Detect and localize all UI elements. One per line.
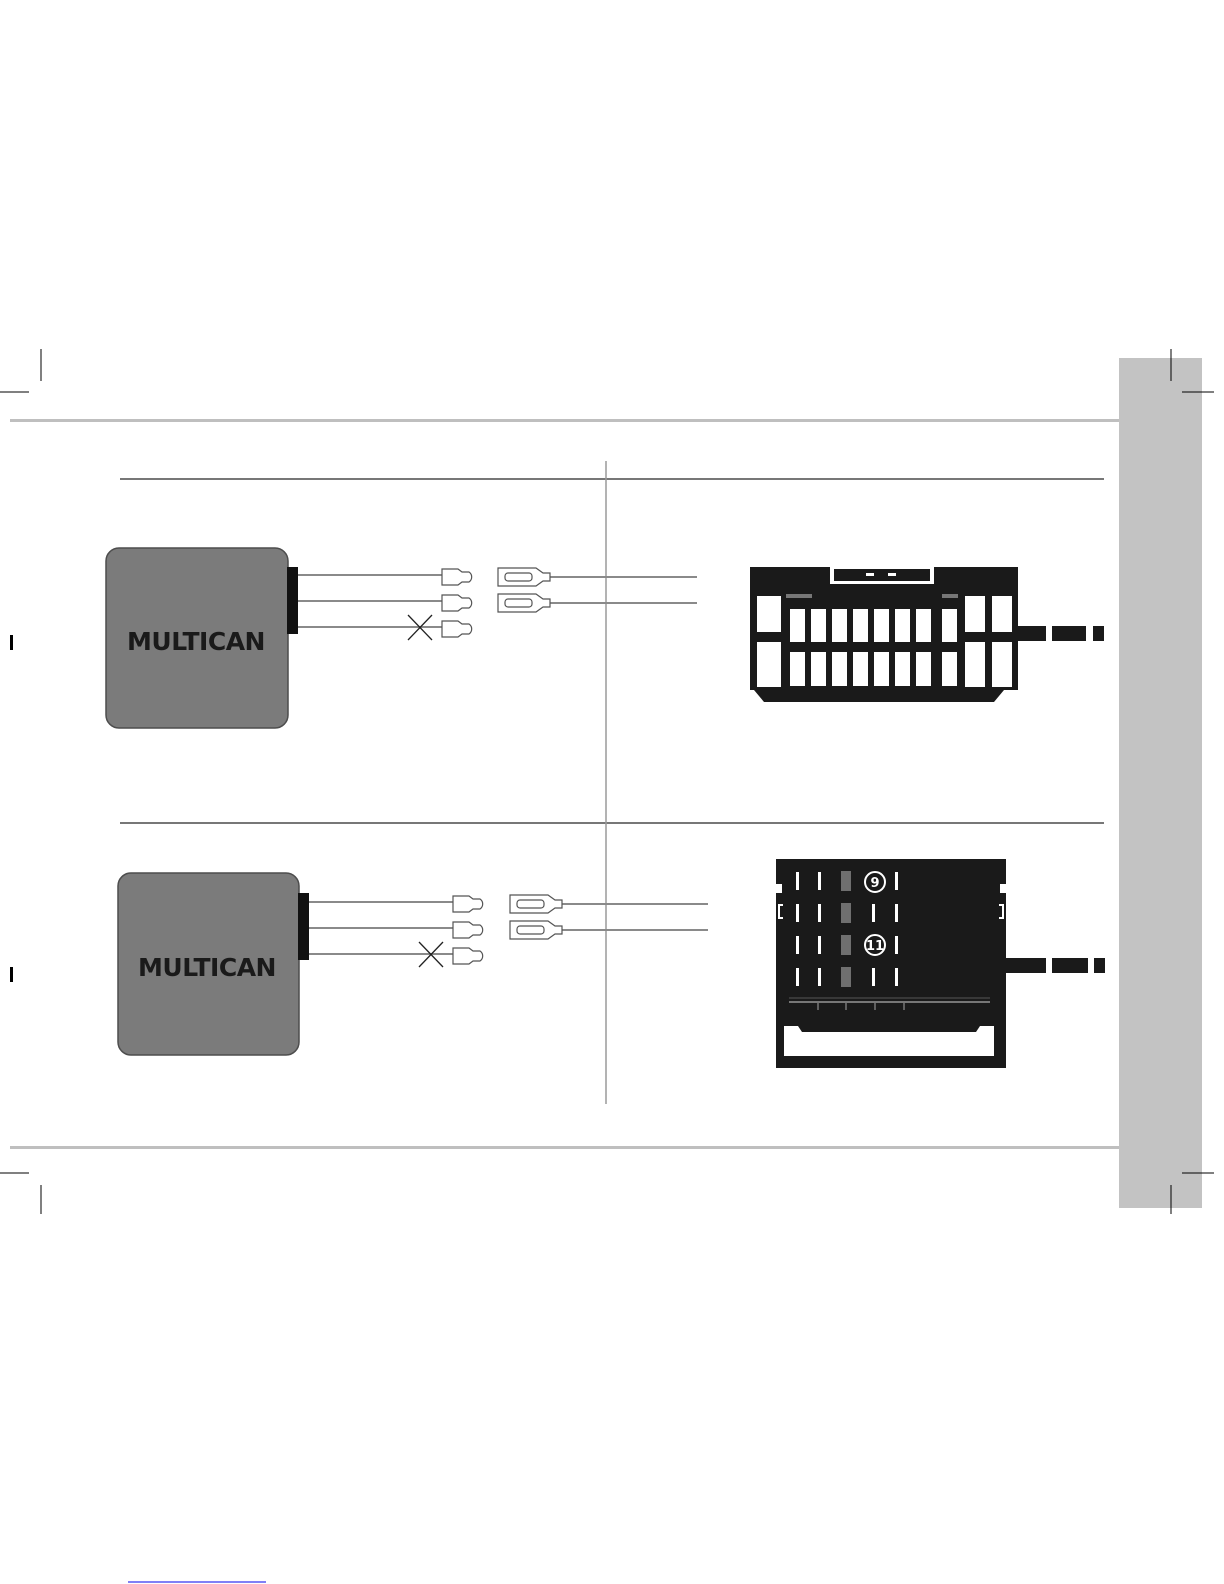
pin-label: 9 [870,876,879,891]
female-terminal [498,568,550,612]
male-terminal [442,569,472,637]
registration-mark-top [10,635,13,650]
vehicle-connector-bottom: 9 11 [776,859,1006,1068]
pin-label: 11 [866,939,884,954]
top-rule [10,419,1119,422]
module-plug [287,567,298,634]
cable-stub-top [1018,626,1104,641]
female-terminal [510,895,562,939]
side-tab [1119,358,1202,1208]
vehicle-connector-top [750,567,1018,702]
module-top: MULTICAN [106,548,298,728]
pin-marker-9: 9 [865,872,885,892]
module-label: MULTICAN [138,953,276,982]
male-terminal [453,896,483,964]
pin-marker-11: 11 [865,935,885,955]
module-label: MULTICAN [127,627,265,656]
bottom-rule [10,1146,1119,1149]
module-plug [298,893,309,960]
registration-mark-bottom [10,967,13,982]
cable-stub-bottom [1006,958,1105,973]
module-bottom: MULTICAN [118,873,309,1055]
wires-bottom [309,902,708,954]
